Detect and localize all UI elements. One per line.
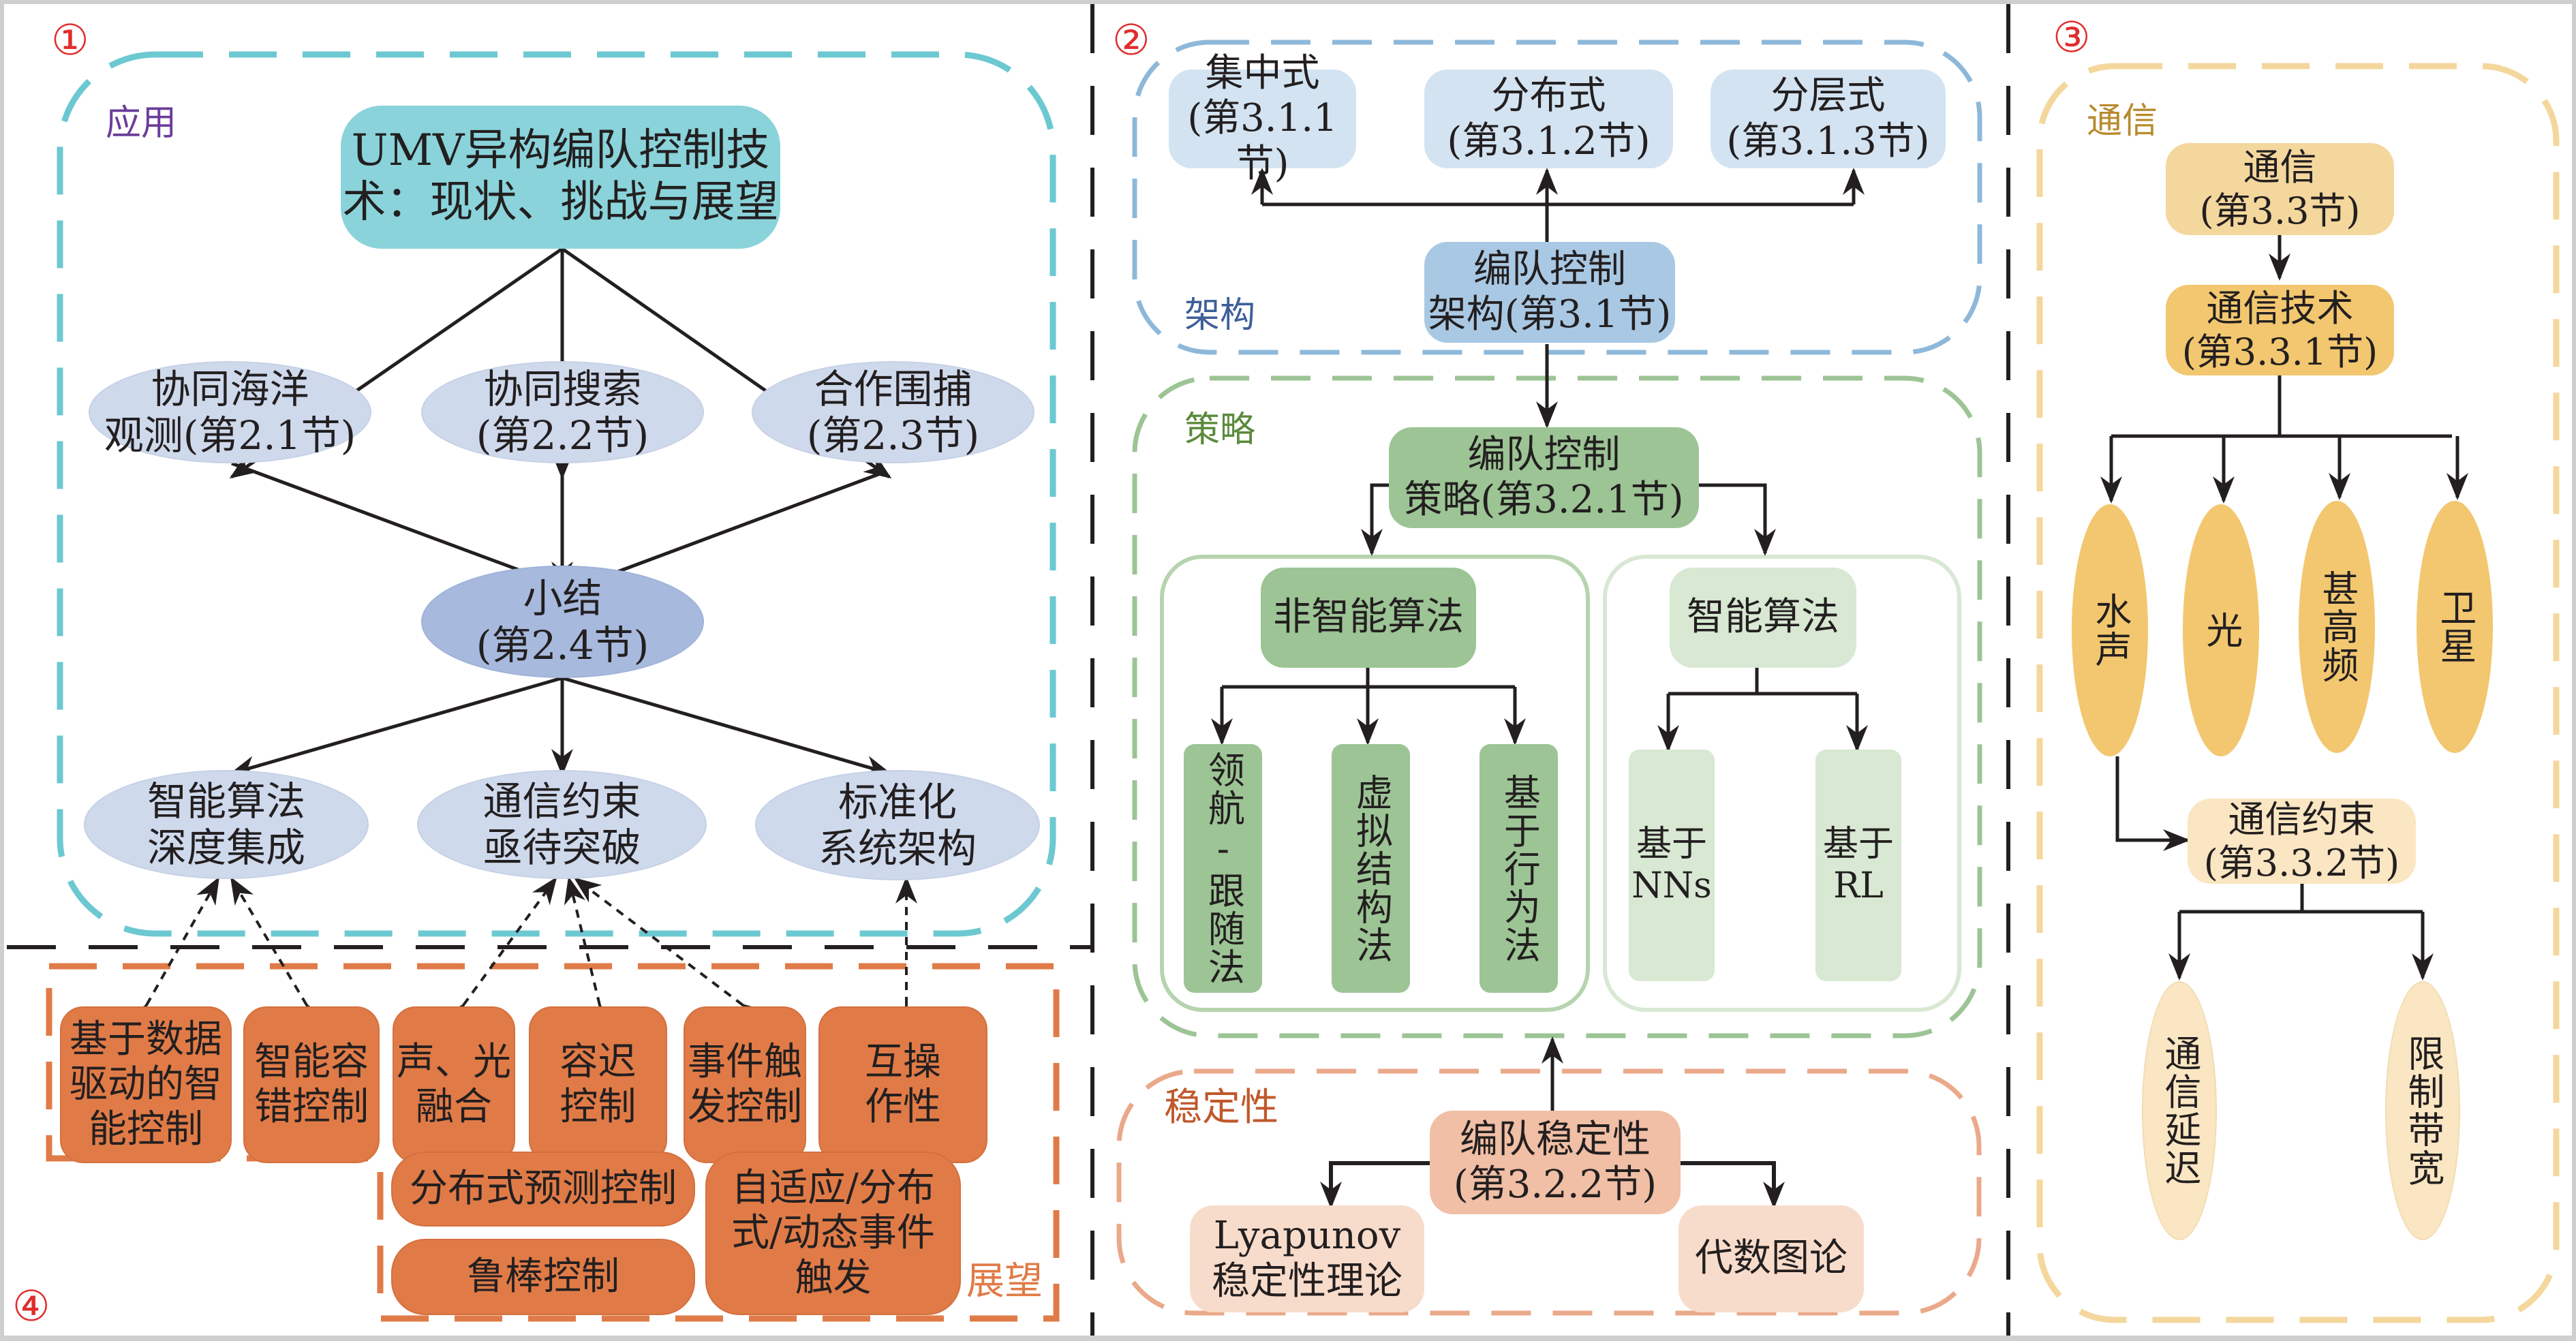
intelligent-algorithms-node[interactable]: 智能算法: [1670, 568, 1856, 668]
communication-region-label: 通信: [2087, 101, 2158, 142]
application-region-border: [57, 51, 1056, 937]
architecture-region-label: 架构: [1184, 295, 1256, 336]
challenge-node-standard-architecture[interactable]: 标准化 系统架构: [755, 770, 1040, 880]
method-behavior-based[interactable]: 基于行为法: [1479, 744, 1558, 993]
architecture-main-node[interactable]: 编队控制 架构(第3.1节): [1424, 242, 1675, 343]
non-intelligent-container: [1160, 555, 1590, 1012]
outlook-item-delay-tolerant-control[interactable]: 容迟 控制: [529, 1006, 667, 1163]
architecture-distributed[interactable]: 分布式 (第3.1.2节): [1424, 70, 1673, 168]
method-rl-based[interactable]: 基于 RL: [1815, 750, 1901, 981]
application-node-capture[interactable]: 合作围捕 (第2.3节): [752, 361, 1034, 463]
intelligent-container: [1603, 555, 1961, 1012]
outlook-item-acoustic-optical-fusion[interactable]: 声、光 融合: [393, 1006, 515, 1163]
strategy-main-node[interactable]: 编队控制 策略(第3.2.1节): [1389, 427, 1699, 528]
application-node-search[interactable]: 协同搜索 (第2.2节): [421, 361, 704, 463]
outlook-region-label: 展望: [966, 1259, 1043, 1304]
outlook-item-data-driven-control[interactable]: 基于数据 驱动的智 能控制: [60, 1006, 232, 1163]
outlook-region-border: [46, 963, 1060, 1322]
panel-number-4: ④: [12, 1281, 50, 1331]
tech-underwater-acoustic[interactable]: 水声: [2072, 504, 2148, 756]
outlook-item-event-triggered-control[interactable]: 事件触 发控制: [684, 1006, 806, 1163]
communication-constraint-node[interactable]: 通信约束 (第3.3.2节): [2188, 798, 2416, 884]
challenge-node-intelligent-algorithms[interactable]: 智能算法 深度集成: [84, 770, 369, 879]
outlook-item-interoperability[interactable]: 互操 作性: [818, 1006, 987, 1163]
tech-satellite[interactable]: 卫星: [2417, 501, 2493, 753]
outlook-item-robust-control[interactable]: 鲁棒控制: [391, 1239, 695, 1315]
stability-lyapunov-theory[interactable]: Lyapunov 稳定性理论: [1190, 1205, 1424, 1312]
outlook-item-fault-tolerant-control[interactable]: 智能容 错控制: [243, 1006, 380, 1163]
communication-technology-node[interactable]: 通信技术 (第3.3.1节): [2166, 285, 2394, 375]
method-virtual-structure[interactable]: 虚拟结构法: [1332, 744, 1410, 993]
communication-region-border: [2036, 63, 2560, 1323]
panel-number-2: ②: [1112, 15, 1150, 65]
architecture-region-border: [1132, 40, 1982, 355]
application-region-label: 应用: [106, 103, 177, 144]
architecture-hierarchical[interactable]: 分层式 (第3.1.3节): [1711, 70, 1946, 168]
stability-main-node[interactable]: 编队稳定性 (第3.2.2节): [1430, 1111, 1681, 1214]
panel-number-3: ③: [2053, 12, 2091, 62]
tech-optical[interactable]: 光: [2183, 504, 2259, 756]
strategy-region-label: 策略: [1184, 410, 1256, 450]
method-nns-based[interactable]: 基于 NNs: [1629, 750, 1715, 981]
non-intelligent-algorithms-node[interactable]: 非智能算法: [1261, 568, 1476, 668]
strategy-region-border: [1132, 375, 1982, 1038]
communication-main-node[interactable]: 通信 (第3.3节): [2166, 143, 2394, 235]
root-node-title[interactable]: UMV异构编队控制技 术：现状、挑战与展望: [341, 106, 780, 249]
application-node-ocean-observation[interactable]: 协同海洋 观测(第2.1节): [89, 361, 371, 463]
stability-region-label: 稳定性: [1164, 1085, 1278, 1130]
panel-number-1: ①: [51, 15, 89, 65]
stability-region-border: [1116, 1068, 1982, 1316]
constraint-communication-delay[interactable]: 通信延迟: [2142, 981, 2217, 1240]
outlook-item-adaptive-event-trigger[interactable]: 自适应/分布 式/动态事件 触发: [705, 1152, 961, 1315]
constraint-limited-bandwidth[interactable]: 限制带宽: [2385, 981, 2460, 1240]
stability-algebraic-graph-theory[interactable]: 代数图论: [1678, 1205, 1864, 1312]
challenge-node-communication-constraints[interactable]: 通信约束 亟待突破: [417, 770, 707, 879]
outlook-item-distributed-predictive-control[interactable]: 分布式预测控制: [391, 1152, 695, 1227]
method-leader-follower[interactable]: 领航-跟随法: [1184, 744, 1262, 993]
tech-vhf[interactable]: 甚高频: [2299, 501, 2375, 753]
summary-node[interactable]: 小结 (第2.4节): [421, 566, 704, 678]
architecture-centralized[interactable]: 集中式 (第3.1.1节): [1169, 51, 1356, 186]
